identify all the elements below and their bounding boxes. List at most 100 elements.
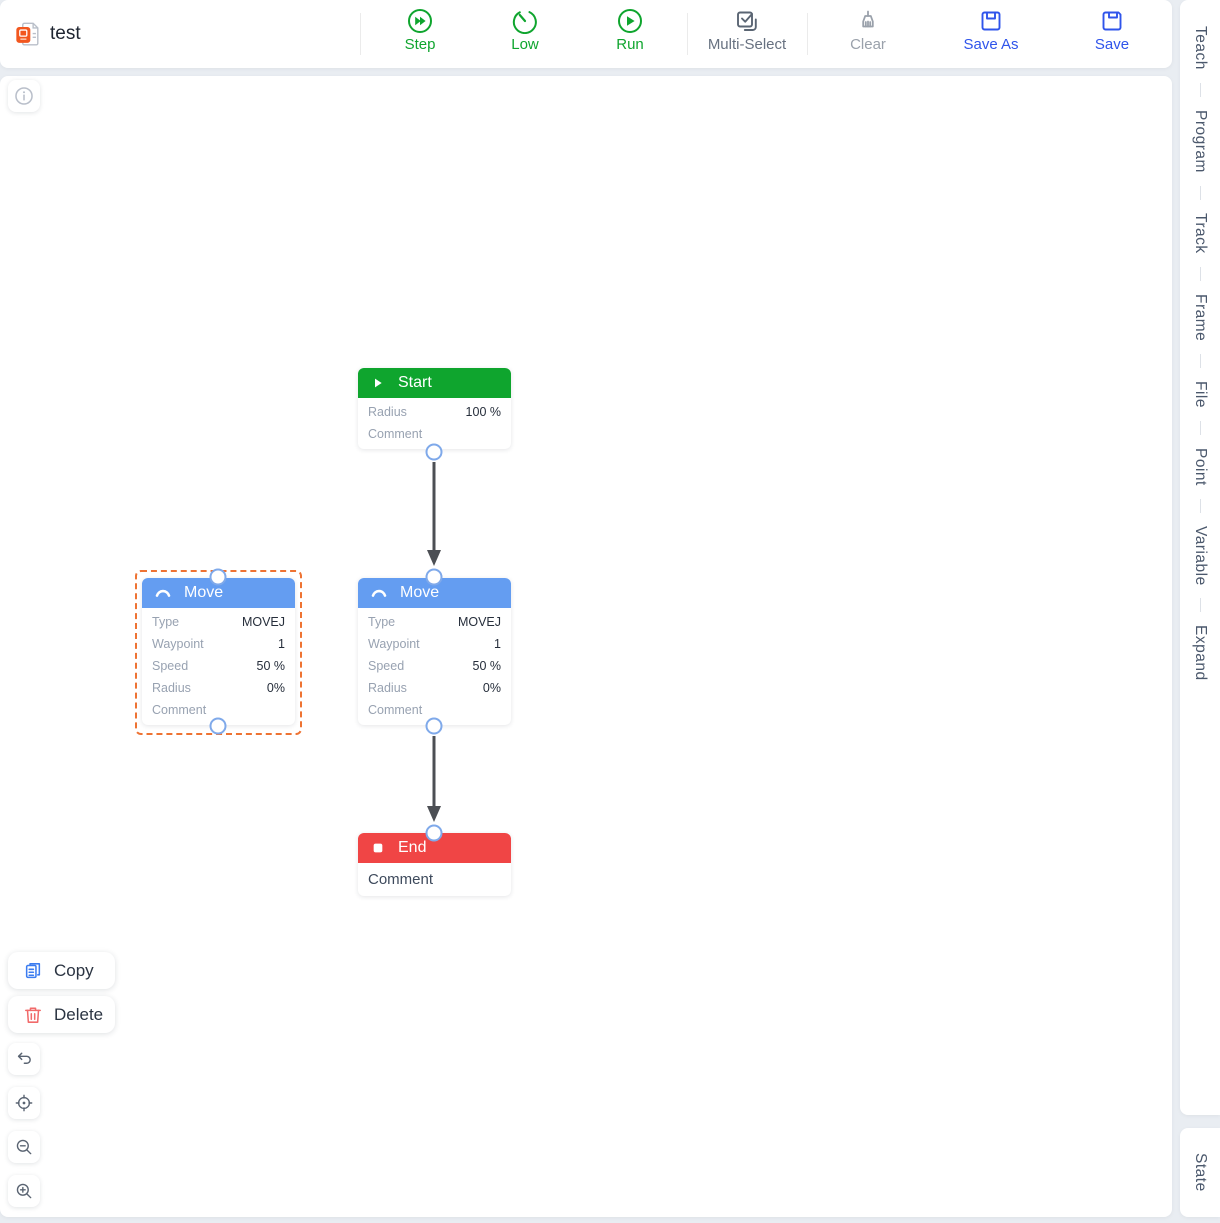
port-start-out[interactable] — [425, 443, 443, 461]
node-row: Type MOVEJ — [142, 611, 295, 633]
port-move-selected-out[interactable] — [209, 717, 227, 735]
row-value: 0% — [482, 681, 501, 695]
row-value: 50 % — [256, 659, 286, 673]
step-label: Step — [404, 36, 436, 53]
info-button[interactable] — [8, 80, 40, 112]
node-row: Radius 0% — [358, 677, 511, 699]
row-label: Radius — [152, 681, 191, 695]
zoom-out-button[interactable] — [8, 1131, 40, 1163]
clear-button[interactable]: Clear — [808, 8, 928, 54]
trash-icon — [25, 1006, 41, 1023]
tab-point[interactable]: Point — [1192, 447, 1209, 486]
port-end-in[interactable] — [425, 824, 443, 842]
edge-arrowhead — [427, 806, 441, 822]
row-label: Radius — [368, 405, 407, 419]
node-move-selected[interactable]: Move Type MOVEJ Waypoint 1 Speed 50 % Ra… — [142, 578, 295, 725]
run-label: Run — [616, 36, 644, 53]
row-value: 1 — [494, 637, 501, 651]
row-value: 100 % — [465, 405, 501, 419]
toolbar-divider — [807, 13, 808, 55]
tab-program[interactable]: Program — [1192, 109, 1209, 173]
move-arc-icon — [371, 589, 387, 597]
play-icon — [375, 378, 382, 388]
save-as-icon — [981, 11, 1001, 31]
tab-variable[interactable]: Variable — [1192, 525, 1209, 586]
tab-track[interactable]: Track — [1192, 212, 1209, 254]
multi-select-icon — [737, 11, 757, 31]
tab-file[interactable]: File — [1192, 380, 1209, 408]
node-row: Comment — [358, 423, 511, 445]
tab-divider — [1199, 498, 1201, 513]
program-title-text: test — [50, 23, 81, 44]
row-label: Type — [152, 615, 180, 629]
node-row: Type MOVEJ — [358, 611, 511, 633]
tab-teach[interactable]: Teach — [1192, 26, 1209, 70]
node-start-body: Radius 100 % Comment — [358, 398, 511, 449]
row-label: Type — [368, 615, 396, 629]
row-label: Comment — [152, 703, 207, 717]
tab-divider — [1199, 420, 1201, 435]
right-tab-bar: Teach Program Track Frame File Point Var… — [1180, 0, 1220, 1115]
node-start-header: Start — [358, 368, 511, 398]
copy-button[interactable]: Copy — [8, 952, 115, 989]
tab-state: State — [1192, 1153, 1209, 1192]
node-row: Radius 100 % — [358, 401, 511, 423]
node-start[interactable]: Start Radius 100 % Comment — [358, 368, 511, 449]
delete-button[interactable]: Delete — [8, 996, 115, 1033]
node-move-title: Move — [184, 584, 224, 601]
row-label: Radius — [368, 681, 407, 695]
delete-label: Delete — [54, 1004, 104, 1024]
toolbar-divider — [687, 13, 688, 55]
step-button[interactable]: Step — [360, 8, 480, 54]
edge-arrowhead — [427, 550, 441, 566]
multi-select-label: Multi-Select — [707, 36, 787, 53]
program-file-icon — [16, 22, 39, 46]
toolbar-divider — [360, 13, 361, 55]
node-end[interactable]: End Comment — [358, 833, 511, 896]
save-icon — [1102, 11, 1122, 31]
node-move-title: Move — [400, 584, 440, 601]
zoom-in-button[interactable] — [8, 1175, 40, 1207]
state-panel-tab[interactable]: State — [1180, 1128, 1220, 1217]
port-move-selected-in[interactable] — [209, 568, 227, 586]
node-row: Waypoint 1 — [142, 633, 295, 655]
row-value: 0% — [266, 681, 285, 695]
node-row: Speed 50 % — [358, 655, 511, 677]
port-move-out[interactable] — [425, 717, 443, 735]
top-toolbar: test Step Low Run — [0, 0, 1172, 68]
move-arc-icon — [155, 589, 171, 597]
broom-icon — [862, 10, 874, 28]
node-start-title: Start — [398, 374, 432, 391]
run-button[interactable]: Run — [570, 8, 690, 54]
save-button[interactable]: Save — [1052, 8, 1172, 54]
tab-divider — [1199, 82, 1201, 97]
copy-label: Copy — [54, 960, 94, 980]
flowchart-canvas[interactable]: Start Radius 100 % Comment Move — [0, 76, 1172, 1217]
node-move-body: Type MOVEJ Waypoint 1 Speed 50 % Radius … — [142, 608, 295, 725]
save-as-button[interactable]: Save As — [931, 8, 1051, 54]
stop-icon — [373, 843, 383, 853]
speed-low-button[interactable]: Low — [465, 8, 585, 54]
tab-divider — [1199, 353, 1201, 368]
node-move[interactable]: Move Type MOVEJ Waypoint 1 Speed 50 % Ra… — [358, 578, 511, 725]
tab-expand[interactable]: Expand — [1192, 625, 1209, 681]
program-file-title: test — [14, 20, 81, 48]
tab-divider — [1199, 598, 1201, 613]
zoom-out-icon — [16, 1139, 32, 1155]
port-move-in[interactable] — [425, 568, 443, 586]
row-label: Waypoint — [368, 637, 420, 651]
undo-icon — [17, 1052, 31, 1064]
tab-frame[interactable]: Frame — [1192, 293, 1209, 341]
step-icon — [408, 9, 432, 33]
node-row: Comment — [358, 699, 511, 721]
undo-button[interactable] — [8, 1043, 40, 1075]
row-value: 1 — [278, 637, 285, 651]
tab-divider — [1199, 266, 1201, 281]
row-label: Comment — [368, 427, 423, 441]
node-end-title: End — [398, 839, 427, 856]
center-view-button[interactable] — [8, 1087, 40, 1119]
multi-select-button[interactable]: Multi-Select — [687, 8, 807, 54]
node-end-comment: Comment — [368, 871, 434, 888]
zoom-in-icon — [16, 1183, 32, 1199]
